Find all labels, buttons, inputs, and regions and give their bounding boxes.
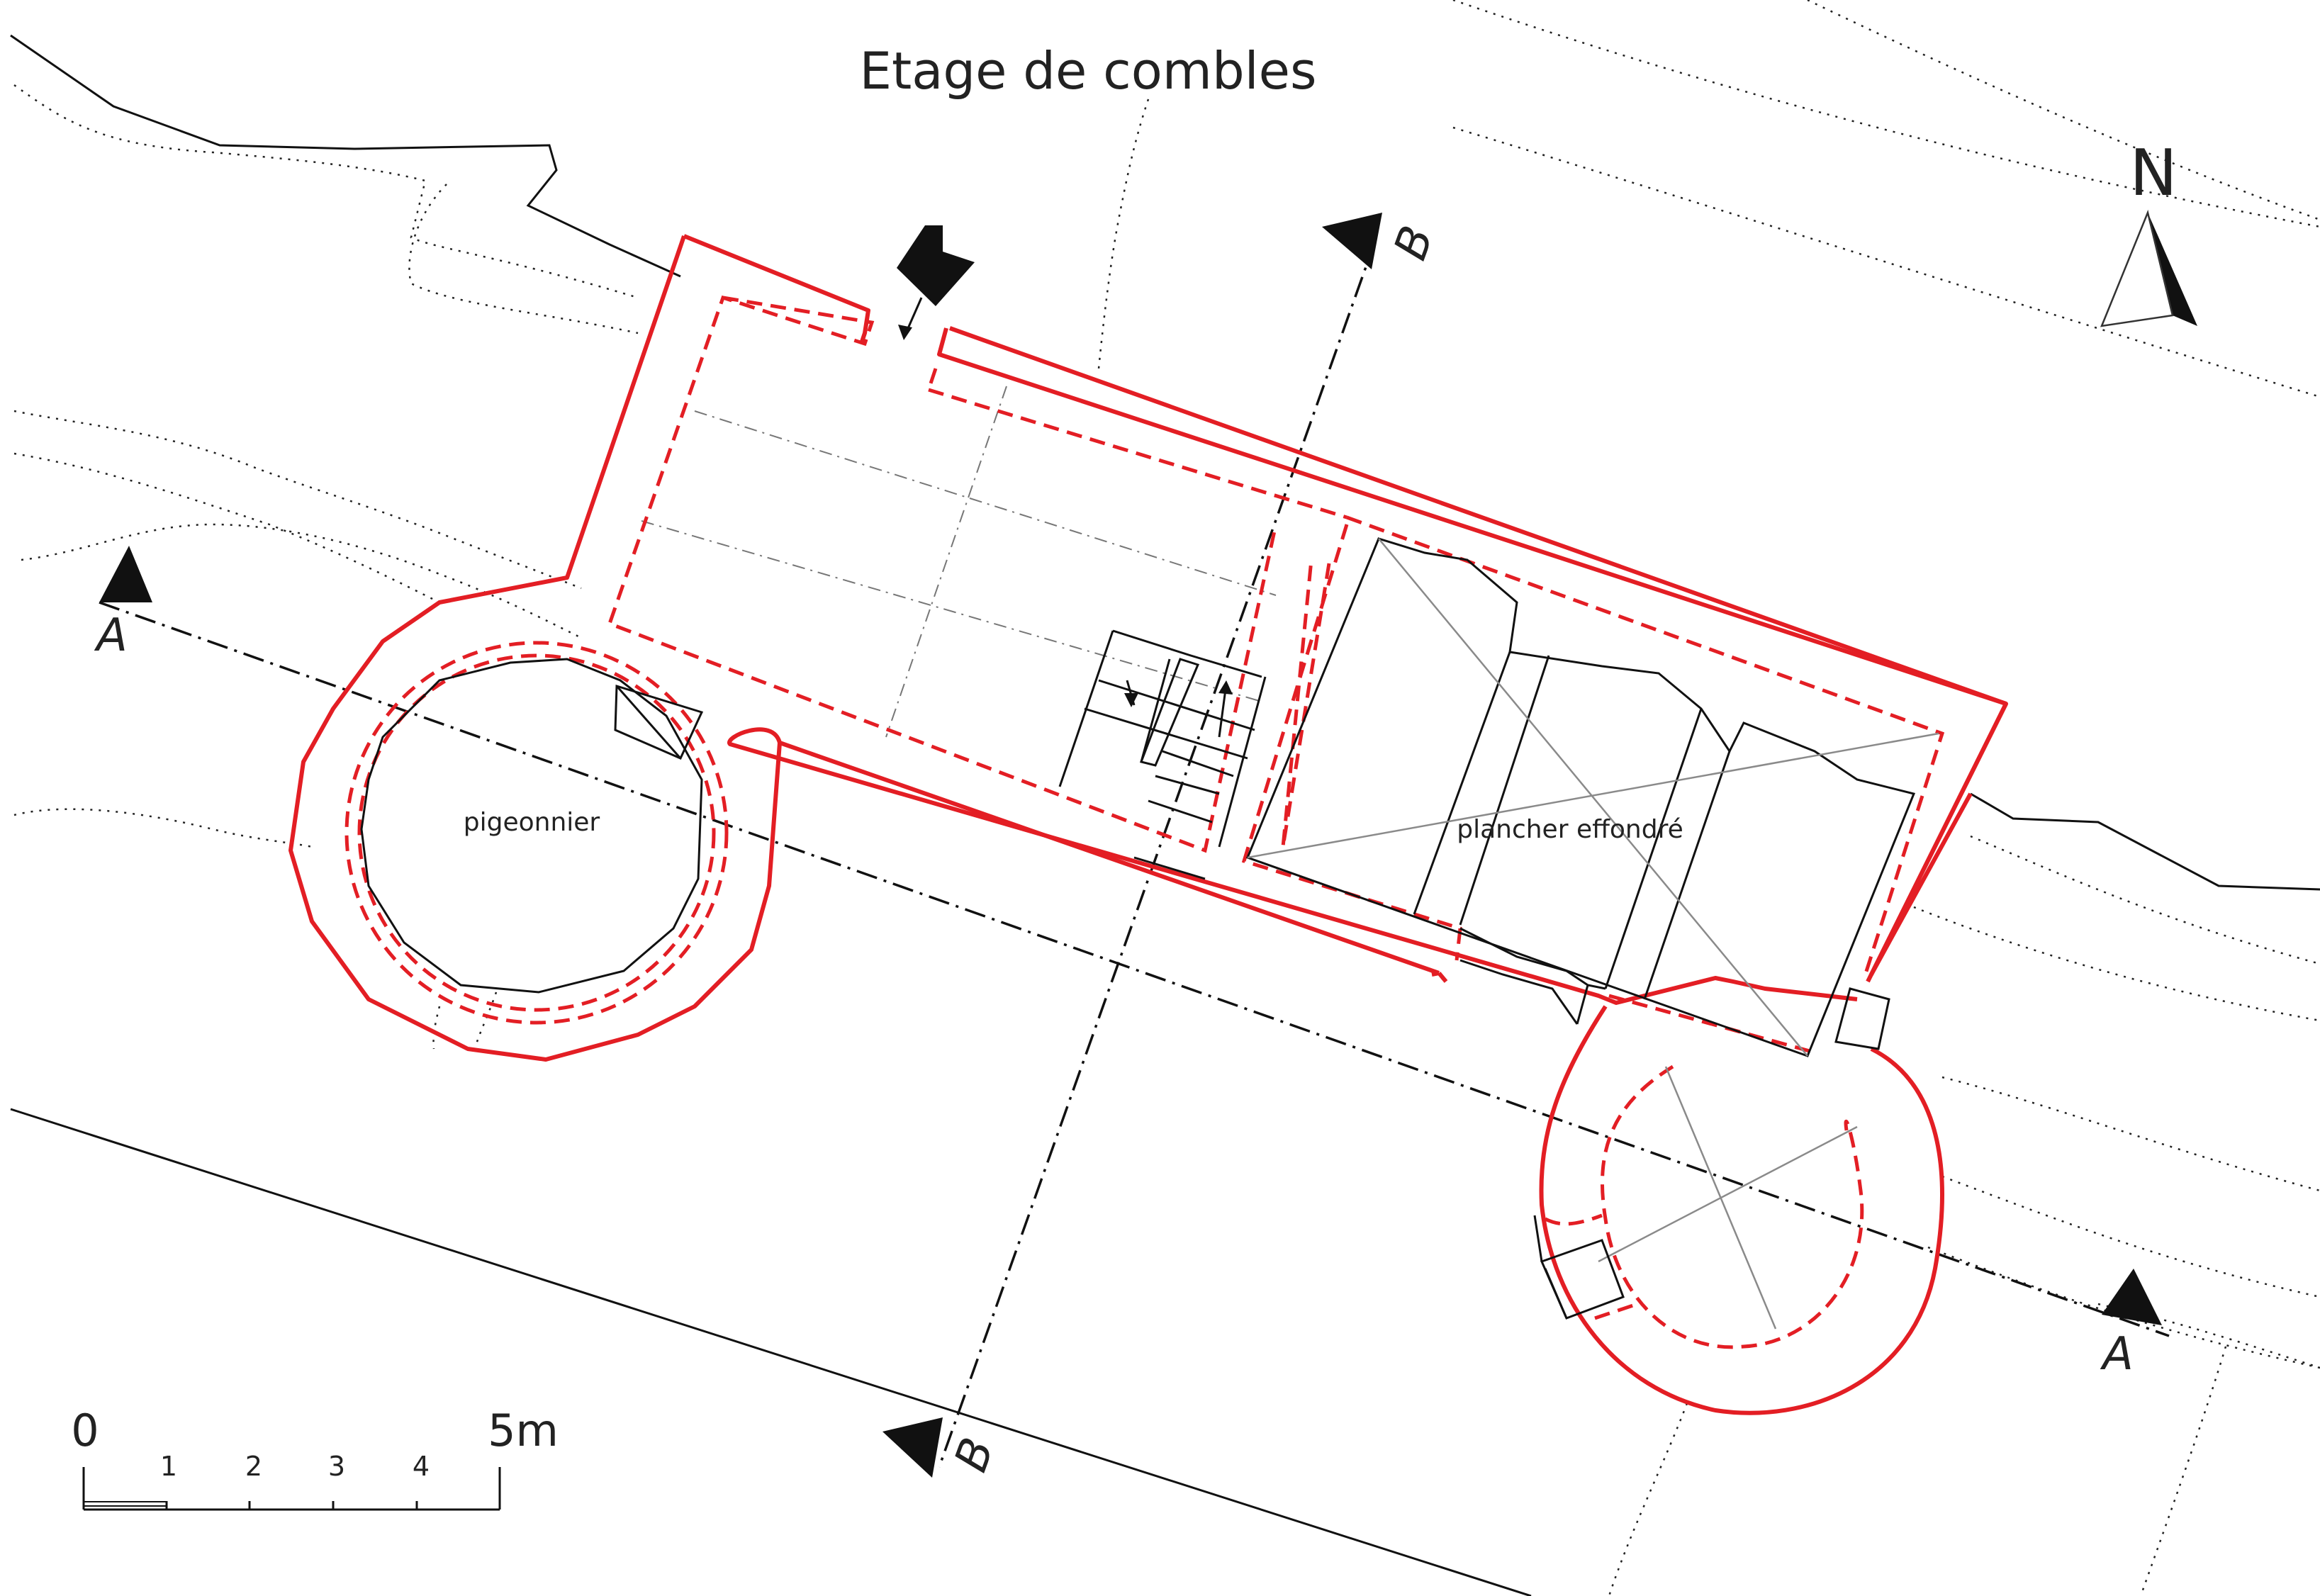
scale-label-4: 4: [413, 1451, 430, 1482]
section-label-a-right: A: [2100, 1328, 2134, 1381]
room-label-pigeonnier: pigeonnier: [464, 808, 600, 837]
section-label-a-left: A: [94, 609, 128, 662]
section-marker-a-right-icon: [2102, 1269, 2162, 1325]
scale-label-3: 3: [328, 1451, 345, 1482]
scale-bar: [82, 1467, 501, 1511]
lower-tower-details: [1533, 1066, 1858, 1330]
walls-inner: [344, 295, 1945, 1349]
section-label-b-top: B: [1384, 220, 1445, 267]
section-marker-b-top-icon: [1322, 213, 1382, 269]
terrain-contours: [13, 0, 2320, 1596]
north-arrow-icon: [2100, 209, 2197, 327]
staircase: [1058, 629, 1267, 880]
section-line-a: [99, 601, 2170, 1337]
room-label-collapsed-floor: plancher effondré: [1457, 815, 1683, 844]
scale-label-start: 0: [71, 1405, 99, 1456]
scale-label-1: 1: [160, 1451, 177, 1482]
scale-label-end: 5m: [488, 1405, 559, 1456]
section-axes: [99, 240, 2170, 1468]
north-label: N: [2129, 136, 2177, 210]
pigeonnier-interior: [360, 658, 703, 994]
scale-label-2: 2: [245, 1451, 262, 1482]
collapsed-floor: [1246, 537, 1939, 1057]
terrain-edges: [10, 34, 2320, 1596]
section-line-b: [938, 240, 1377, 1468]
section-marker-a-left-icon: [99, 546, 152, 602]
entrance-arrow-icon: [897, 225, 975, 340]
drawing-title: Etage de combles: [860, 41, 1317, 101]
section-marker-b-bottom-icon: [882, 1417, 943, 1478]
interior-details: [360, 537, 1939, 1330]
section-label-b-bottom: B: [945, 1432, 1005, 1479]
pigeonnier-inner-ring: [344, 641, 729, 1025]
